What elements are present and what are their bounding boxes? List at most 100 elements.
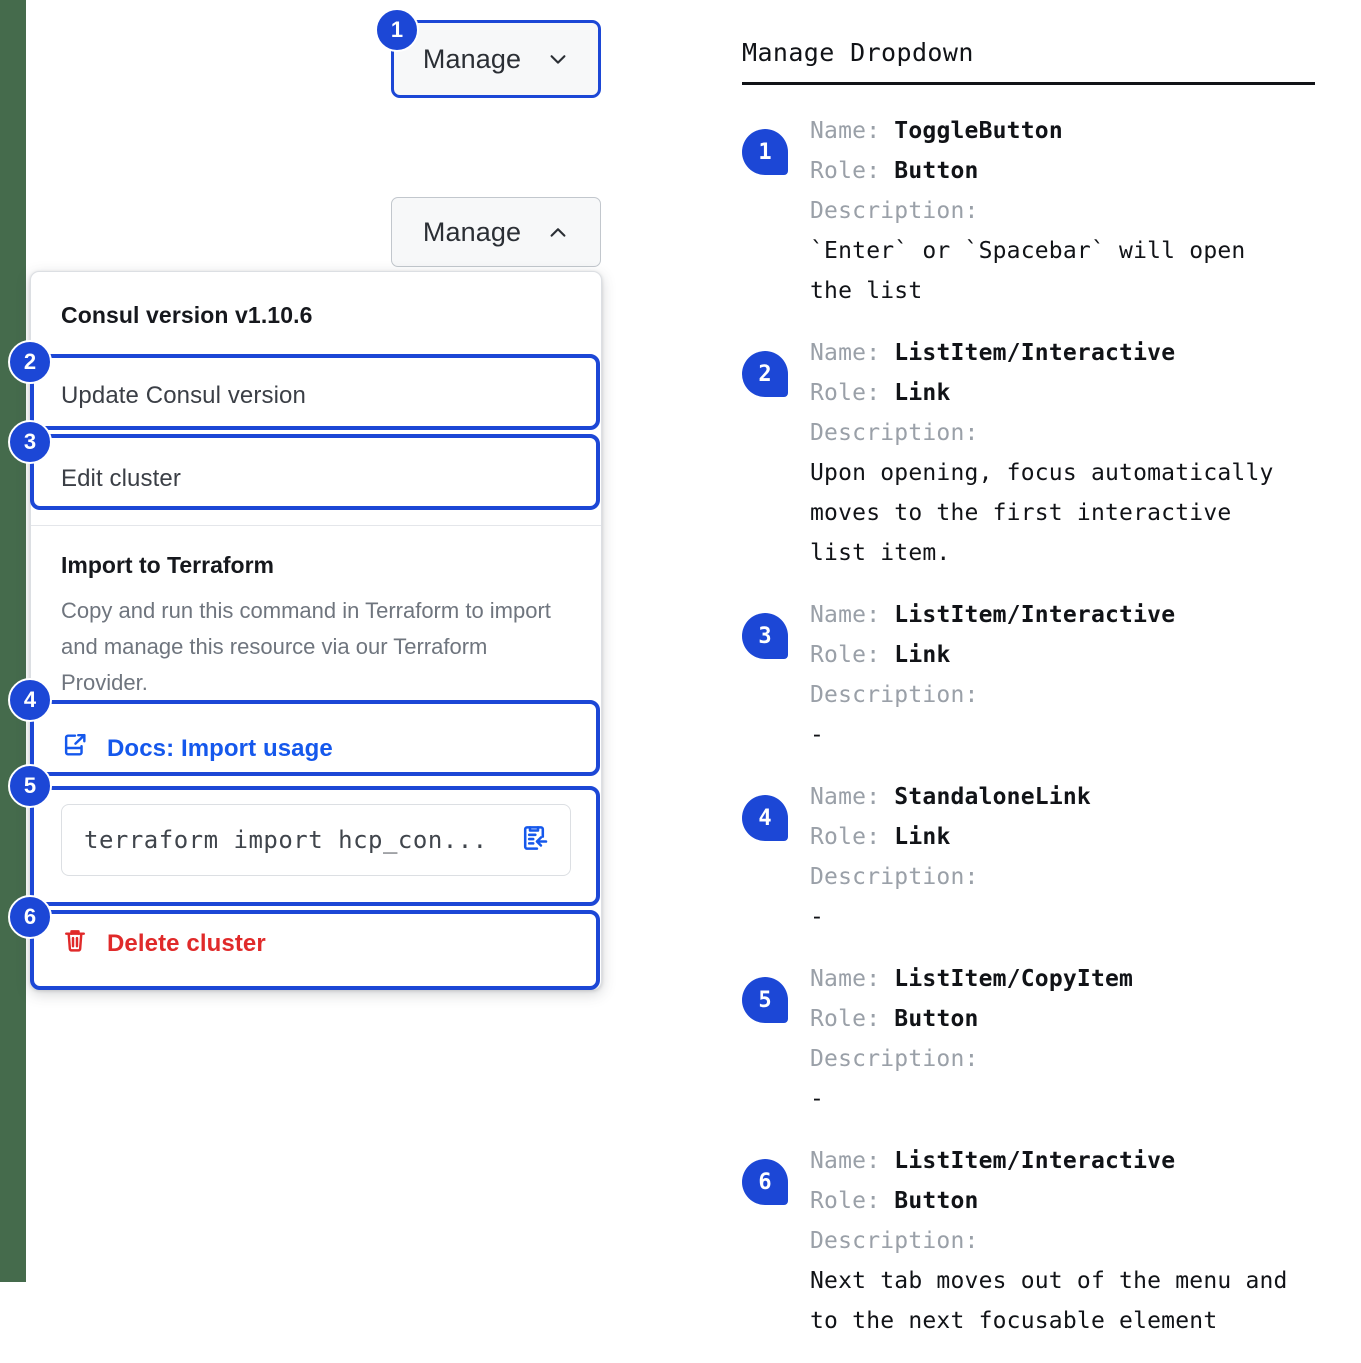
menu-item-edit-cluster[interactable]: Edit cluster: [61, 465, 181, 492]
annotation-role-value: Button: [894, 158, 979, 184]
import-terraform-section: Import to Terraform Copy and run this co…: [31, 526, 601, 707]
annotation-name-value: StandaloneLink: [894, 784, 1091, 810]
annotation-marker-5: 5: [742, 977, 788, 1023]
manage-dropdown-panel: Consul version v1.10.6 Update Consul ver…: [30, 271, 602, 990]
annotation-name-line: Name: ListItem/Interactive: [810, 1141, 1288, 1181]
annotation-role-key: Role:: [810, 1188, 895, 1214]
copy-to-clipboard-icon[interactable]: [518, 822, 550, 859]
manage-toggle-label: Manage: [422, 43, 522, 74]
import-terraform-description: Copy and run this command in Terraform t…: [61, 598, 551, 695]
marker-1: 1: [375, 8, 419, 52]
manage-toggle-button-open[interactable]: Manage: [391, 197, 601, 267]
menu-divider: [31, 525, 601, 526]
marker-4-label: 4: [23, 687, 37, 712]
marker-3-label: 3: [23, 429, 37, 454]
annotation-name-line: Name: ListItem/Interactive: [810, 595, 1175, 635]
marker-5-label: 5: [23, 773, 37, 798]
menu-item-update-consul-version[interactable]: Update Consul version: [61, 382, 306, 409]
annotation-role-line: Role: Link: [810, 635, 1175, 675]
terraform-command-text: terraform import hcp_con...: [84, 826, 488, 854]
annotation-name-key: Name:: [810, 784, 895, 810]
annotation-name-line: Name: ToggleButton: [810, 111, 1245, 151]
marker-6-label: 6: [23, 904, 37, 929]
annotation-name-key: Name:: [810, 340, 895, 366]
delete-cluster-label: Delete cluster: [107, 929, 266, 957]
annotation-description-value: -: [810, 1086, 825, 1112]
annotation-role-value: Link: [894, 380, 951, 406]
annotation-role-value: Button: [894, 1188, 979, 1214]
annotation-name-value: ListItem/Interactive: [894, 340, 1176, 366]
annotation-pane-title: Manage Dropdown: [742, 38, 974, 67]
page-edge-strip: [0, 0, 26, 1282]
annotation-name-value: ToggleButton: [894, 118, 1063, 144]
annotation-role-line: Role: Link: [810, 373, 1274, 413]
docs-link-label: Docs: Import usage: [107, 734, 333, 762]
annotation-description-key: Description:: [810, 1046, 979, 1072]
annotation-role-line: Role: Button: [810, 151, 1245, 191]
terraform-command-row: terraform import hcp_con...: [31, 790, 601, 900]
annotation-description-value: Upon opening, focus automatically moves …: [810, 460, 1274, 566]
annotation-description-key: Description:: [810, 682, 979, 708]
terraform-command-copy-field[interactable]: terraform import hcp_con...: [61, 804, 571, 876]
annotation-marker-3: 3: [742, 613, 788, 659]
annotation-name-value: ListItem/Interactive: [894, 1148, 1176, 1174]
annotation-name-key: Name:: [810, 966, 895, 992]
trash-icon: [61, 926, 89, 961]
annotation-role-key: Role:: [810, 158, 895, 184]
annotation-role-value: Button: [894, 1006, 979, 1032]
annotation-role-line: Role: Link: [810, 817, 1091, 857]
annotation-role-value: Link: [894, 824, 951, 850]
manage-toggle-button-closed[interactable]: Manage: [391, 20, 601, 98]
import-terraform-title: Import to Terraform: [61, 552, 274, 578]
annotation-description-value: Next tab moves out of the menu and to th…: [810, 1268, 1288, 1334]
annotation-description-value: -: [810, 722, 825, 748]
marker-1-label: 1: [390, 17, 404, 42]
menu-item-docs-import-usage[interactable]: Docs: Import usage: [31, 707, 601, 790]
annotation-role-key: Role:: [810, 380, 895, 406]
chevron-up-icon: [547, 221, 569, 243]
annotation-role-value: Link: [894, 642, 951, 668]
chevron-down-icon: [547, 48, 569, 70]
annotation-name-line: Name: ListItem/Interactive: [810, 333, 1274, 373]
annotation-name-key: Name:: [810, 1148, 895, 1174]
annotation-role-line: Role: Button: [810, 1181, 1288, 1221]
annotation-name-key: Name:: [810, 602, 895, 628]
marker-2-label: 2: [23, 349, 37, 374]
annotation-role-line: Role: Button: [810, 999, 1133, 1039]
marker-4: 4: [8, 678, 52, 722]
annotation-role-key: Role:: [810, 1006, 895, 1032]
annotation-description-key: Description:: [810, 420, 979, 446]
menu-item-delete-cluster[interactable]: Delete cluster: [31, 900, 601, 989]
annotation-marker-1: 1: [742, 129, 788, 175]
marker-5: 5: [8, 764, 52, 808]
annotation-description-value: -: [810, 904, 825, 930]
marker-3: 3: [8, 420, 52, 464]
marker-2: 2: [8, 340, 52, 384]
annotation-name-line: Name: ListItem/CopyItem: [810, 959, 1133, 999]
annotation-name-value: ListItem/Interactive: [894, 602, 1176, 628]
external-link-docs-icon: [61, 731, 89, 766]
annotation-description-key: Description:: [810, 198, 979, 224]
annotation-divider: [742, 82, 1315, 85]
annotation-marker-6: 6: [742, 1159, 788, 1205]
annotation-description-key: Description:: [810, 864, 979, 890]
annotation-name-key: Name:: [810, 118, 895, 144]
annotation-role-key: Role:: [810, 824, 895, 850]
annotation-description-value: `Enter` or `Spacebar` will open the list: [810, 238, 1246, 304]
annotation-name-value: ListItem/CopyItem: [894, 966, 1134, 992]
annotation-name-line: Name: StandaloneLink: [810, 777, 1091, 817]
